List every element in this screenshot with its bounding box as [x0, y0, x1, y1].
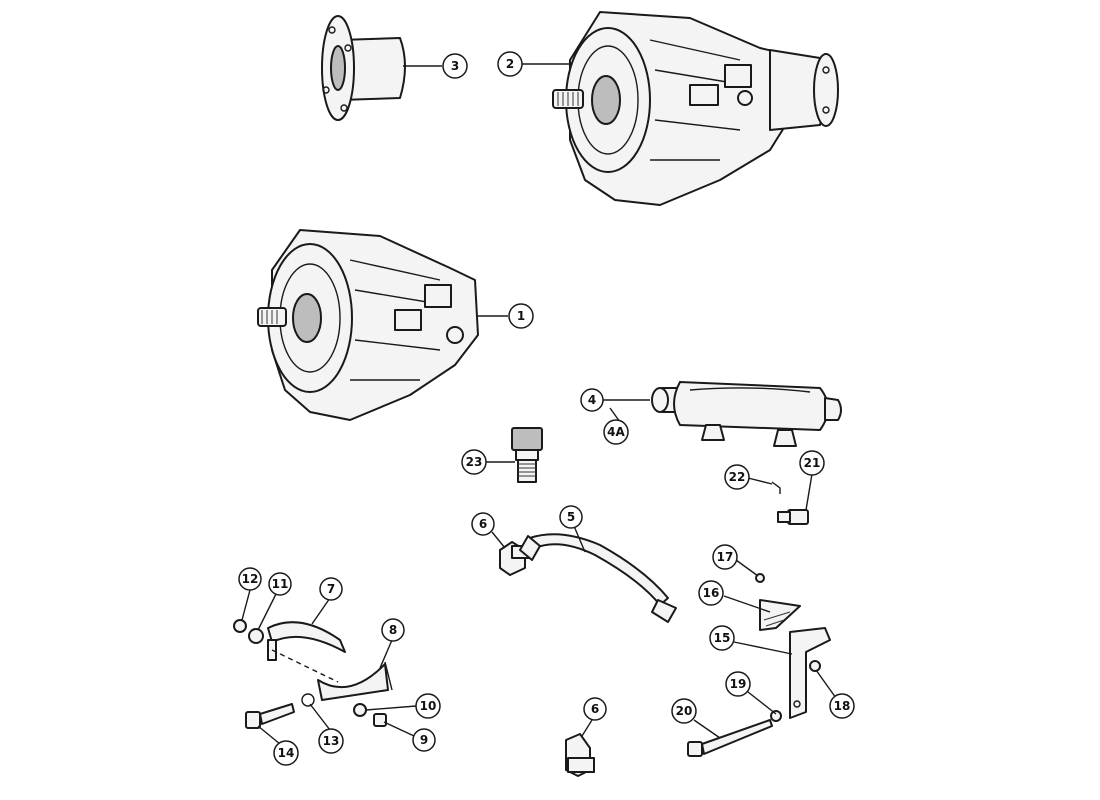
callout-9: 9: [412, 728, 436, 752]
svg-text:17: 17: [717, 550, 734, 564]
svg-text:4A: 4A: [607, 425, 625, 439]
callout-7: 7: [319, 577, 343, 601]
mounting-bracket-part: [755, 573, 831, 719]
svg-text:6: 6: [591, 702, 599, 716]
transmission-with-adapter-part: [552, 11, 839, 206]
svg-text:12: 12: [242, 572, 259, 586]
svg-text:23: 23: [466, 455, 483, 469]
svg-text:1: 1: [517, 309, 525, 323]
svg-text:22: 22: [729, 470, 746, 484]
svg-text:18: 18: [834, 699, 851, 713]
svg-text:19: 19: [730, 677, 747, 691]
svg-text:13: 13: [323, 734, 340, 748]
bracket-bolt-part: [687, 710, 782, 757]
svg-text:7: 7: [327, 582, 335, 596]
svg-text:20: 20: [676, 704, 693, 718]
svg-text:8: 8: [389, 623, 397, 637]
callout-2: 2: [497, 51, 523, 77]
svg-text:10: 10: [420, 699, 437, 713]
adapter-flange-part: [321, 15, 406, 121]
pin-part: [771, 481, 781, 494]
callout-16: 16: [698, 580, 724, 606]
callout-14: 14: [273, 740, 299, 766]
callout-8: 8: [381, 618, 405, 642]
callout-1: 1: [508, 303, 534, 329]
oil-cooler-part: [651, 381, 842, 447]
callout-13: 13: [318, 728, 344, 754]
callout-17: 17: [712, 544, 738, 570]
callout-18: 18: [829, 693, 855, 719]
svg-text:14: 14: [278, 746, 295, 760]
svg-text:2: 2: [506, 57, 514, 71]
callout-12: 12: [238, 567, 262, 591]
callout-4a: 4A: [603, 419, 629, 445]
fitting-part: [511, 427, 543, 483]
callout-23: 23: [461, 449, 487, 475]
svg-text:16: 16: [703, 586, 720, 600]
svg-text:5: 5: [567, 510, 575, 524]
transmission-part: [257, 229, 479, 421]
callout-20: 20: [671, 698, 697, 724]
oil-hose-part: [519, 533, 677, 623]
callout-21: 21: [799, 450, 825, 476]
callout-4: 4: [580, 388, 604, 412]
callout-15: 15: [709, 625, 735, 651]
strap-assembly-part: [233, 619, 393, 729]
svg-text:3: 3: [451, 59, 459, 73]
callout-6-lower: 6: [583, 697, 607, 721]
callout-6-upper: 6: [471, 512, 495, 536]
callout-22: 22: [724, 464, 750, 490]
svg-text:6: 6: [479, 517, 487, 531]
svg-text:9: 9: [420, 733, 428, 747]
svg-text:11: 11: [272, 577, 289, 591]
callout-19: 19: [725, 671, 751, 697]
leader-lines: [241, 63, 837, 745]
svg-text:21: 21: [804, 456, 821, 470]
elbow-fitting-lower-part: [565, 733, 595, 777]
callout-5: 5: [559, 505, 583, 529]
drain-bolt-part: [777, 509, 809, 525]
svg-text:4: 4: [588, 393, 596, 407]
callout-11: 11: [268, 572, 292, 596]
svg-text:15: 15: [714, 631, 731, 645]
callout-10: 10: [415, 693, 441, 719]
callout-3: 3: [442, 53, 468, 79]
